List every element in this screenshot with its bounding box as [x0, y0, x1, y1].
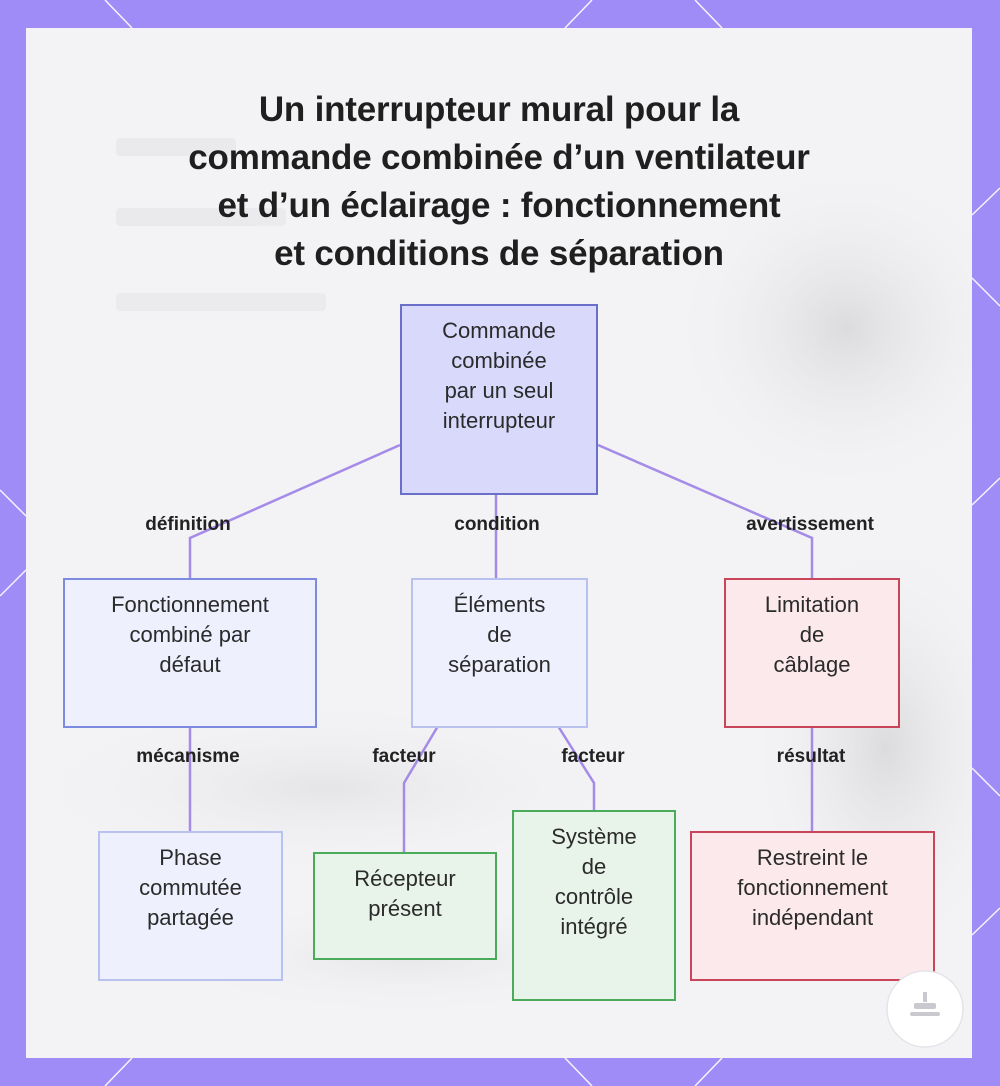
edge-label-definition: définition — [145, 514, 231, 535]
edge-label-factor-1: facteur — [372, 746, 436, 767]
connector-lines — [188, 443, 814, 854]
edge-factor-1 — [402, 725, 440, 854]
edge-label-mechanism: mécanisme — [136, 746, 240, 767]
page-title: Un interrupteur mural pour la commande c… — [188, 90, 810, 273]
edge-root-definition — [188, 443, 401, 580]
node-default-operation: Fonctionnement combiné par défaut — [63, 578, 317, 728]
watermark-logo — [886, 970, 964, 1048]
diagram-panel: Un interrupteur mural pour la commande c… — [26, 28, 972, 1058]
node-wiring-limitation: Limitation de câblage — [724, 578, 900, 728]
node-receiver-present: Récepteur présent — [313, 852, 497, 960]
node-root: Commande combinée par un seul interrupte… — [400, 304, 598, 495]
node-integrated-control: Système de contrôle intégré — [512, 810, 676, 1001]
node-separation-elements: Éléments de séparation — [411, 578, 588, 728]
edge-label-factor-2: facteur — [561, 746, 625, 767]
edge-label-result: résultat — [776, 746, 846, 767]
edge-root-warning — [597, 443, 814, 580]
edge-label-warning: avertissement — [746, 514, 874, 535]
edge-label-condition: condition — [454, 514, 540, 535]
node-shared-phase: Phase commutée partagée — [98, 831, 283, 981]
node-restricted-operation: Restreint le fonctionnement indépendant — [690, 831, 935, 981]
edge-factor-2 — [556, 725, 596, 812]
